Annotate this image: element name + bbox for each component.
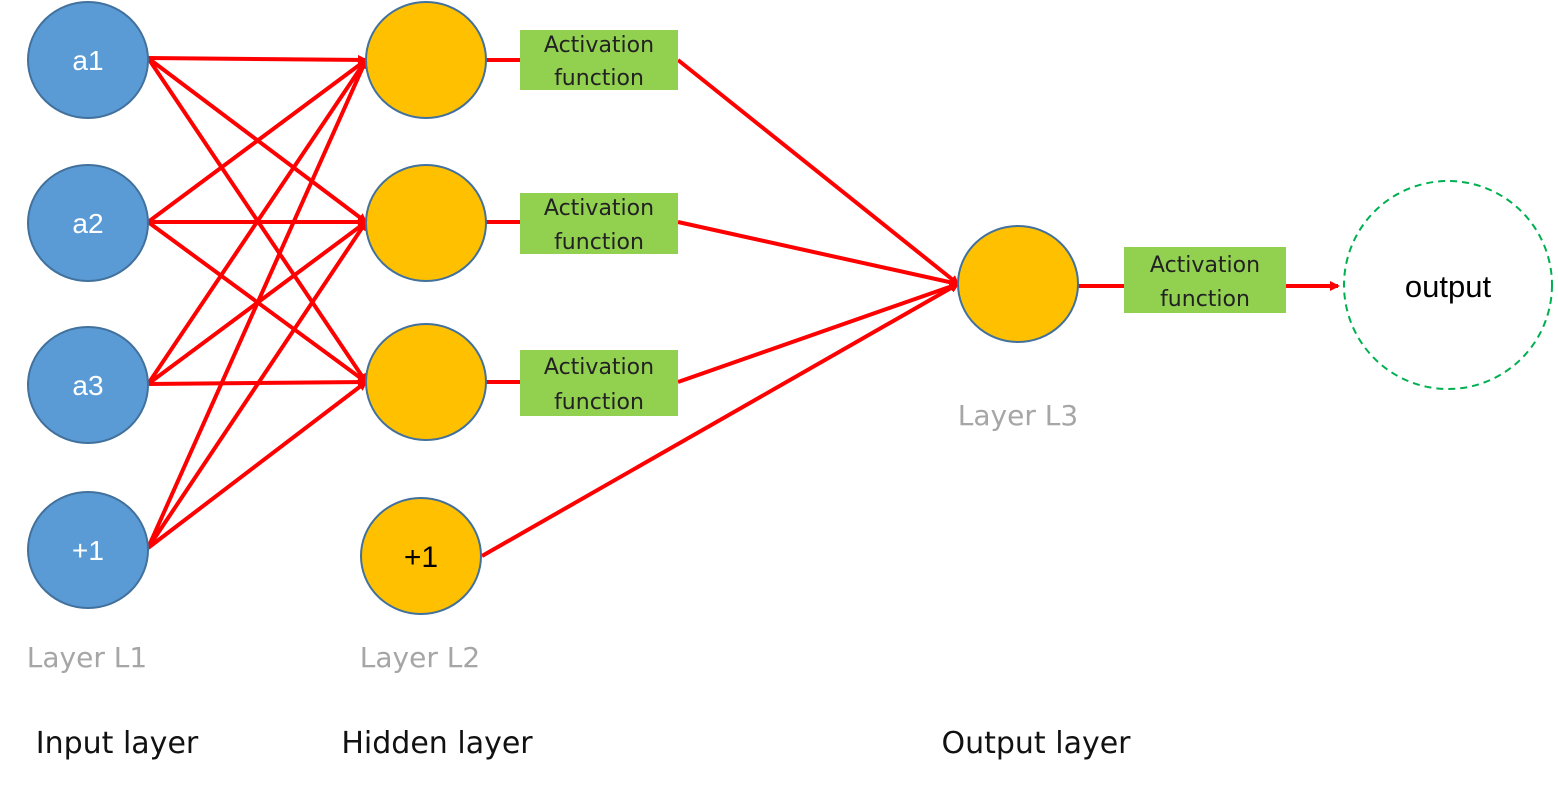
input-node-label: a3	[72, 370, 103, 401]
edge-a3-h1	[146, 58, 368, 386]
hidden-node-2	[365, 164, 487, 282]
layer-label-l2: Layer L2	[360, 641, 480, 674]
output-label: output	[1405, 269, 1492, 304]
activation-line2: function	[1160, 287, 1250, 312]
edge-b1-h2	[146, 220, 368, 550]
edge-act3-out	[677, 281, 960, 384]
hidden-node-bias: +1	[360, 497, 482, 615]
layer-label-l1: Layer L1	[27, 641, 147, 674]
edge-b1-h3	[146, 380, 368, 550]
activation-line1: Activation	[544, 33, 654, 58]
edge-act1-out	[676, 58, 960, 286]
input-layer-nodes: a1 a2 a3 +1	[27, 1, 149, 609]
input-node-a3: a3	[27, 326, 149, 444]
input-node-label: a1	[72, 45, 103, 76]
hidden-node-1	[365, 1, 487, 119]
activation-line2: function	[554, 66, 644, 91]
input-node-a2: a2	[27, 164, 149, 282]
section-label-output: Output layer	[941, 726, 1131, 761]
edge-b2-out	[481, 282, 960, 558]
output-circle: output	[1343, 180, 1553, 390]
hidden-to-activation-edges	[486, 58, 520, 384]
section-label-input: Input layer	[36, 726, 199, 761]
edge-a2-h1	[146, 58, 368, 224]
input-node-label: a2	[72, 208, 103, 239]
output-node	[957, 225, 1079, 343]
hidden-node-label: +1	[404, 541, 438, 574]
activation-line1: Activation	[1150, 253, 1260, 278]
hidden-node-3	[365, 323, 487, 441]
edge-a1-h1	[147, 54, 368, 65]
activation-line1: Activation	[544, 355, 654, 380]
input-node-a1: a1	[27, 1, 149, 119]
hidden-to-output-edges	[481, 58, 960, 558]
activation-line2: function	[554, 390, 644, 415]
activation-line2: function	[554, 230, 644, 255]
activation-box-2: Activation function	[520, 193, 678, 255]
activation-line1: Activation	[544, 196, 654, 221]
input-node-bias: +1	[27, 491, 149, 609]
activation-box-3: Activation function	[520, 350, 678, 416]
activation-box-4: Activation function	[1124, 247, 1286, 313]
input-to-hidden-edges	[146, 54, 368, 550]
input-node-label: +1	[72, 535, 104, 566]
edge-b1-h1	[146, 58, 368, 549]
hidden-layer-nodes: +1	[360, 1, 487, 615]
layer-label-l3: Layer L3	[958, 399, 1078, 432]
edge-act2-out	[677, 220, 960, 288]
activation-box-1: Activation function	[520, 30, 678, 91]
section-label-hidden: Hidden layer	[341, 726, 533, 761]
